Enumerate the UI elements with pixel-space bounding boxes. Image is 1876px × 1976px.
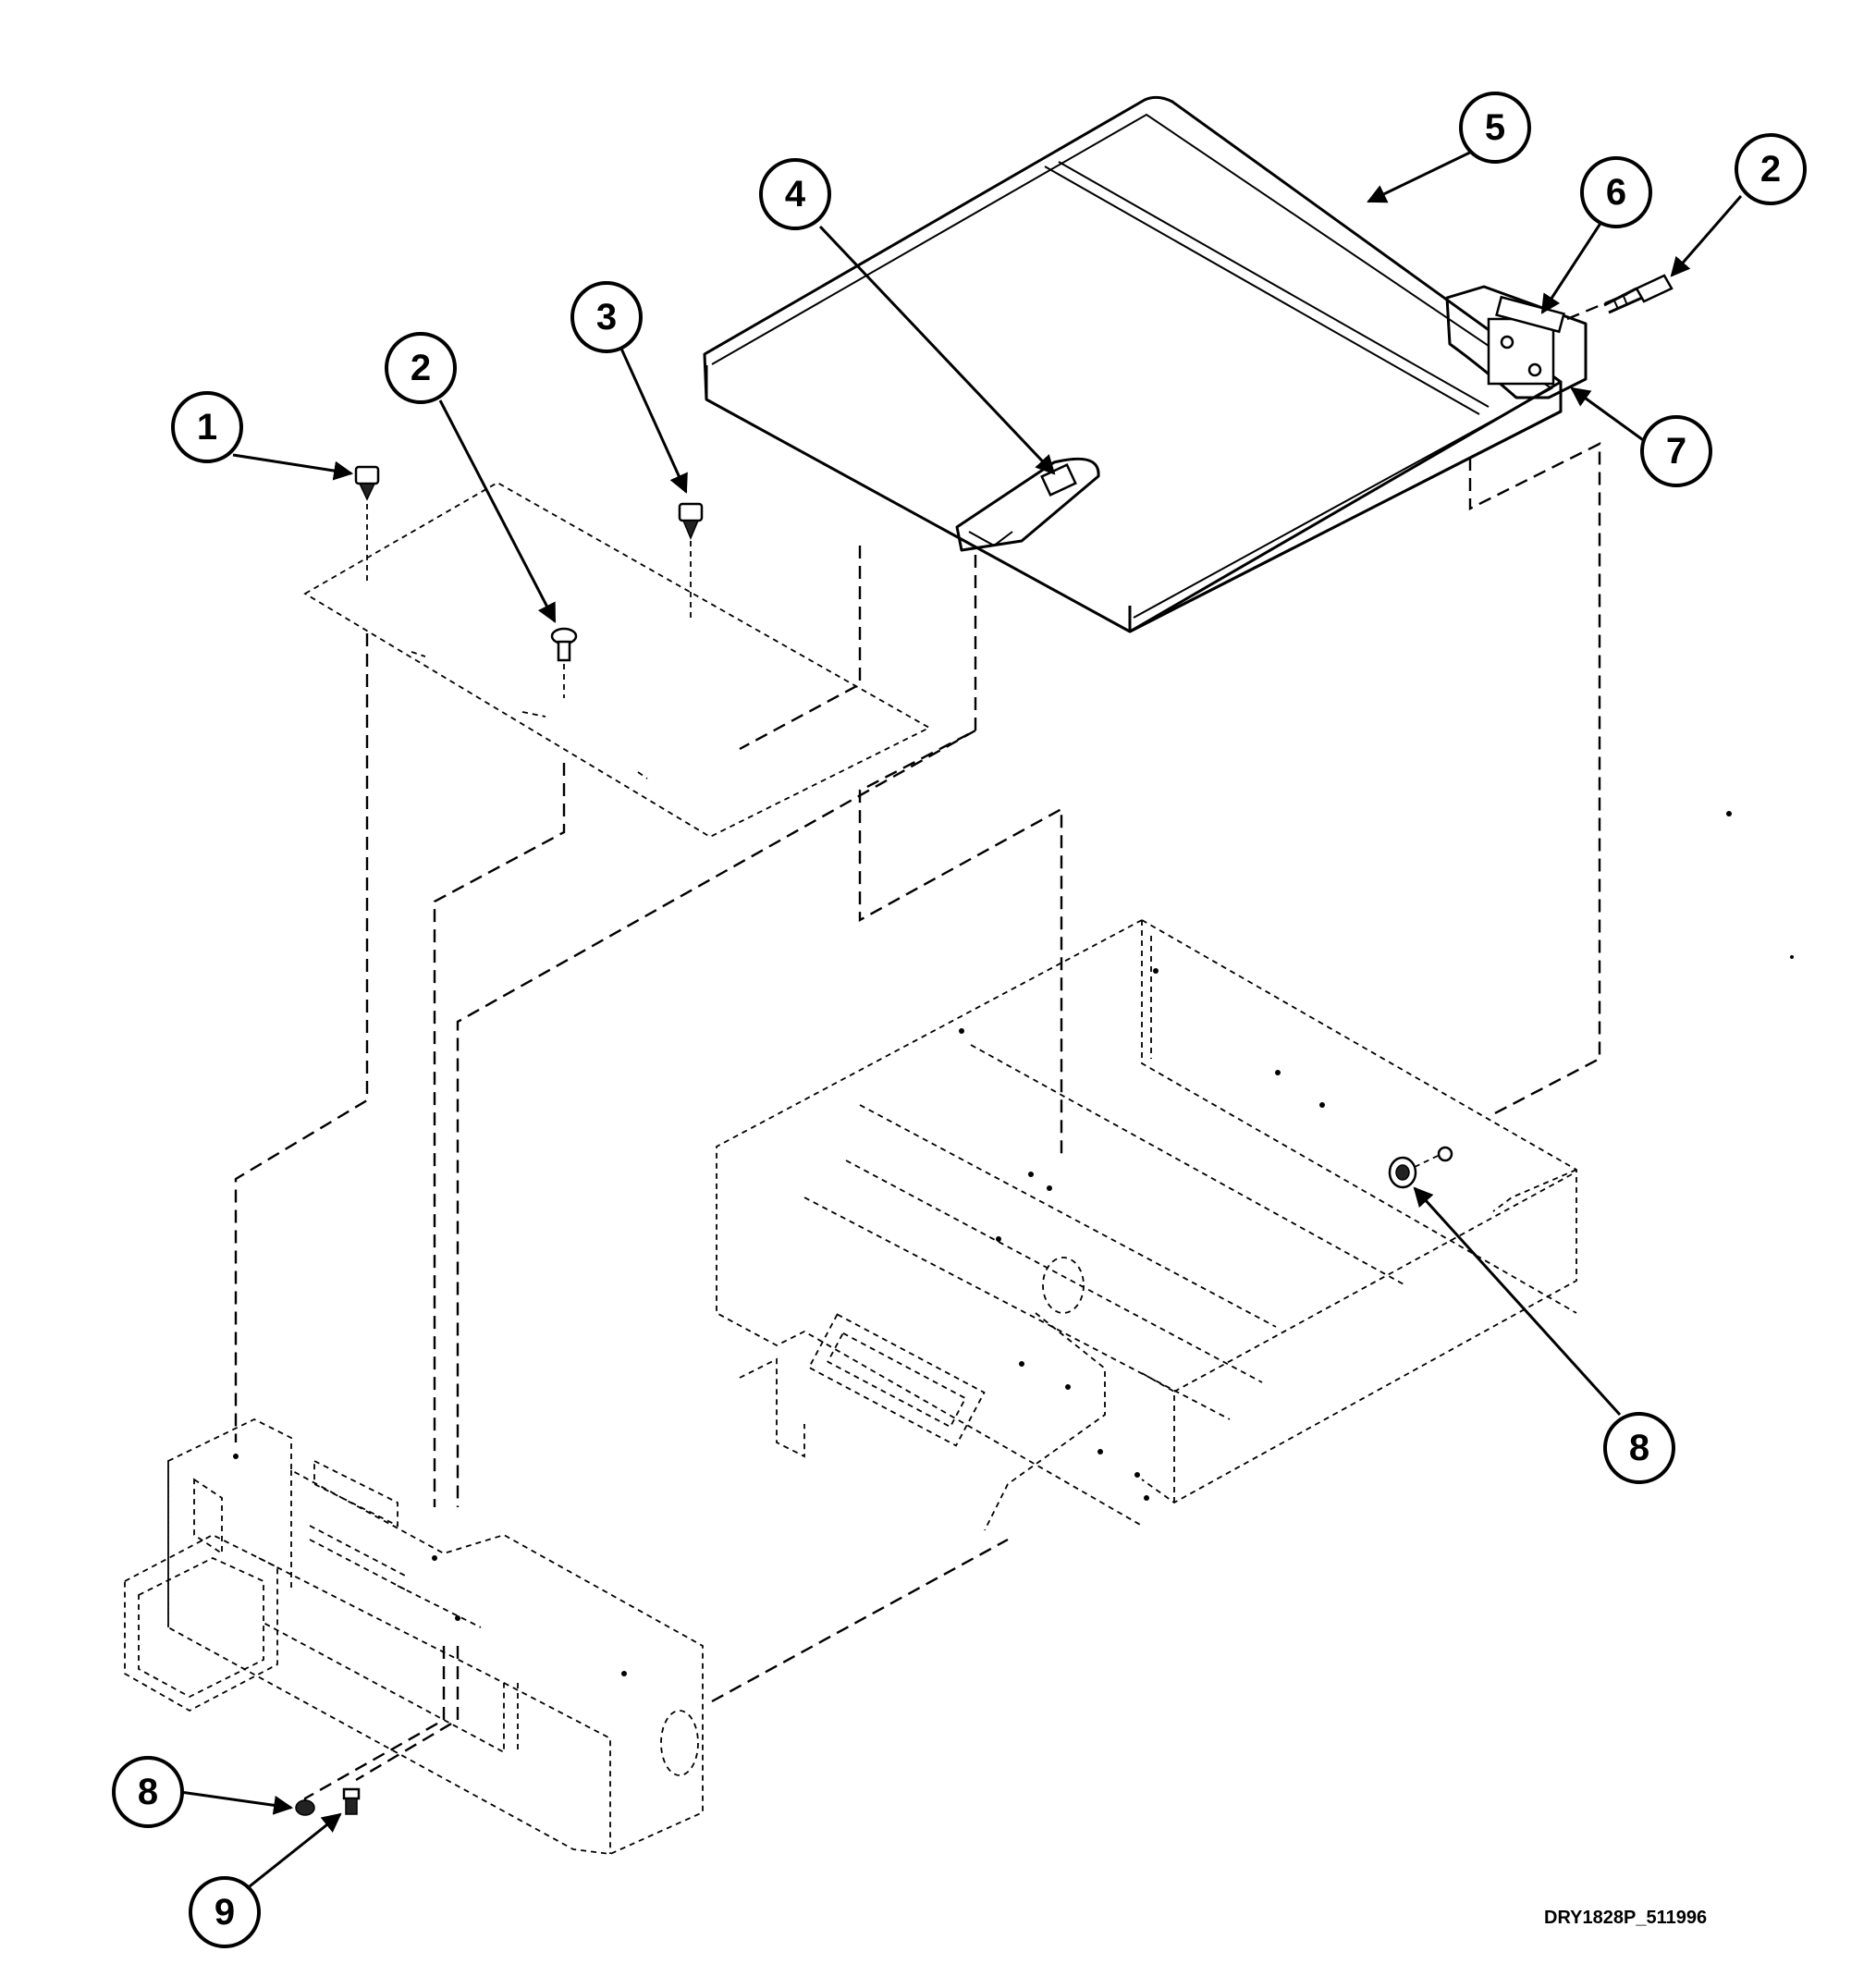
screw-1	[354, 465, 380, 584]
svg-text:1: 1	[197, 407, 217, 448]
callout-1: 1	[171, 391, 243, 463]
callout-2-right: 2	[1735, 133, 1807, 205]
svg-text:9: 9	[215, 1892, 235, 1933]
top-lid	[703, 95, 1563, 633]
cabinet-base	[716, 919, 1577, 1531]
callout-leaders	[179, 146, 1743, 1888]
stray-mark	[1726, 811, 1732, 816]
assembly-lines	[234, 442, 1601, 1808]
screw-2	[550, 627, 578, 698]
svg-text:7: 7	[1666, 431, 1686, 472]
svg-text:2: 2	[1760, 149, 1781, 190]
callout-6: 6	[1580, 156, 1652, 228]
screw-3	[678, 502, 704, 621]
drawing-code: DRY1828P_511996	[1544, 1908, 1707, 1928]
callout-4: 4	[759, 158, 831, 230]
svg-text:4: 4	[785, 174, 806, 215]
callout-2-left: 2	[385, 332, 457, 404]
hinge-screw	[1603, 274, 1674, 314]
front-nut	[295, 1799, 315, 1816]
callout-5: 5	[1459, 92, 1531, 164]
stray-mark	[1790, 955, 1794, 959]
callout-3: 3	[570, 281, 643, 353]
svg-text:2: 2	[411, 348, 431, 388]
front-base	[124, 1418, 704, 1855]
callout-7: 7	[1640, 415, 1712, 487]
front-screw	[342, 1787, 361, 1815]
svg-text:3: 3	[596, 297, 617, 338]
callout-9: 9	[189, 1876, 261, 1948]
svg-text:8: 8	[138, 1772, 158, 1812]
top-panel-outline	[303, 481, 931, 839]
svg-text:5: 5	[1485, 107, 1505, 148]
svg-text:6: 6	[1606, 172, 1626, 213]
svg-text:8: 8	[1629, 1428, 1649, 1468]
callout-8-right: 8	[1603, 1412, 1675, 1484]
lid-hinge	[1445, 285, 1628, 399]
lid-latch	[955, 457, 1100, 552]
rear-nut	[1388, 1146, 1453, 1189]
callout-8-left: 8	[112, 1756, 184, 1828]
